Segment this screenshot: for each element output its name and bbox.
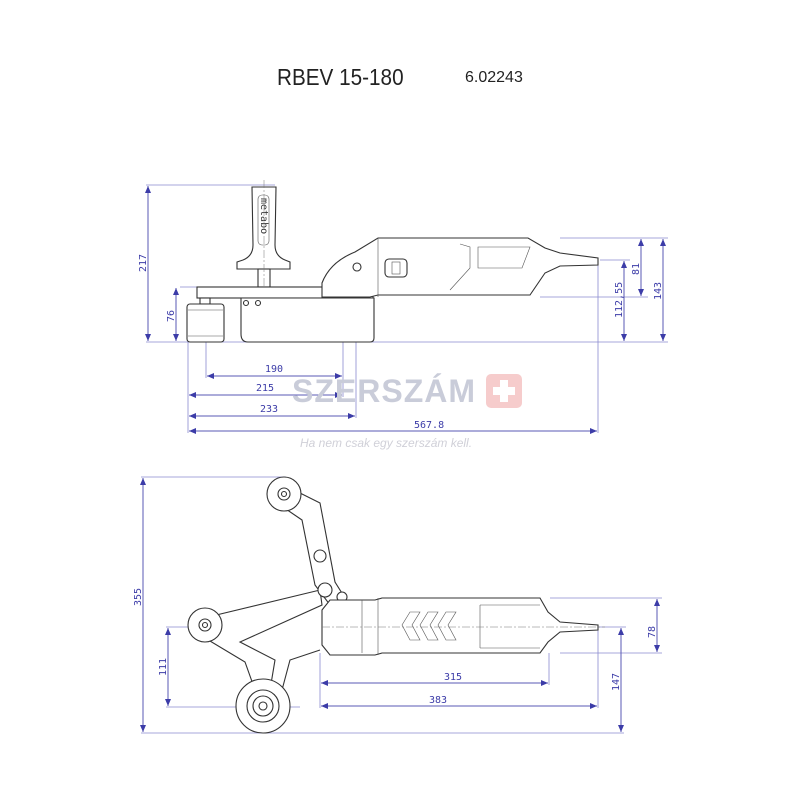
model-title: RBEV 15-180 <box>277 64 404 90</box>
side-handle: metabo <box>236 180 291 310</box>
belt-housing <box>240 297 375 343</box>
dim-width-147: 147 <box>611 673 622 691</box>
dim-length-190: 190 <box>265 364 283 375</box>
dim-length-383: 383 <box>429 695 447 706</box>
left-roller <box>187 607 223 643</box>
dim-body-height-b: 112,55 <box>614 282 625 318</box>
side-view: 355 111 315 383 78 147 <box>133 476 662 734</box>
dim-body-width: 78 <box>647 626 658 638</box>
grinder-body-side <box>321 597 605 656</box>
grinder-body <box>321 237 599 298</box>
dim-length-315: 315 <box>444 672 462 683</box>
top-roller <box>266 476 302 512</box>
dim-side-overall-height: 355 <box>133 588 144 606</box>
dim-length-233: 233 <box>260 404 278 415</box>
dim-overall-height: 217 <box>138 254 149 272</box>
roller-arm <box>199 589 323 691</box>
dim-length-215: 215 <box>256 383 274 394</box>
watermark-plus-icon <box>486 374 522 408</box>
contact-roller <box>235 678 291 734</box>
dim-overall-length: 567.8 <box>414 420 444 431</box>
top-view: metabo 217 76 112,55 81 143 190 <box>138 180 668 434</box>
watermark-brand: SZERSZÁM <box>292 373 476 409</box>
order-number: 6.02243 <box>465 69 523 86</box>
switch-icon <box>384 258 408 278</box>
dim-roller-height: 76 <box>166 310 177 322</box>
dim-body-height-c: 143 <box>653 282 664 300</box>
handle-brand: metabo <box>258 198 269 234</box>
belt-roller <box>186 297 225 343</box>
watermark-tagline: Ha nem csak egy szerszám kell. <box>300 436 473 450</box>
dim-roller-spacing: 111 <box>158 658 169 676</box>
dim-body-height-a: 81 <box>631 263 642 275</box>
